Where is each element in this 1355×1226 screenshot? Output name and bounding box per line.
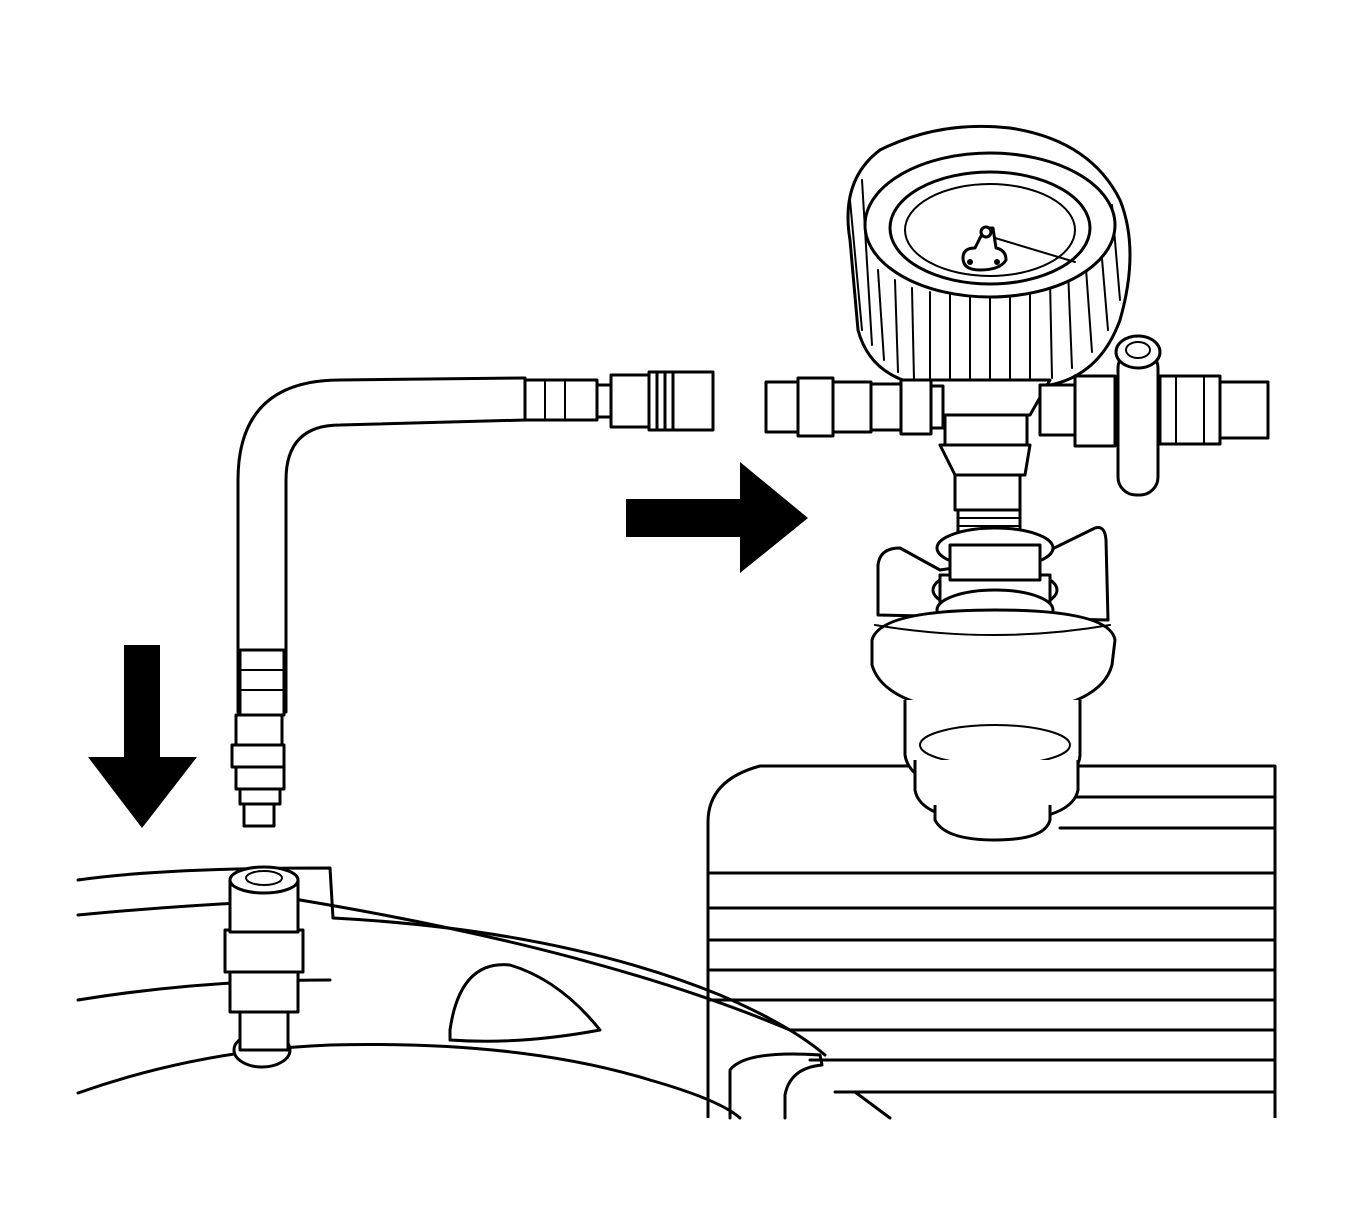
arrow-right [626, 462, 808, 573]
shutoff-valve [1038, 334, 1270, 497]
hose-coupler [595, 370, 715, 432]
pressure-tester-gauge [846, 124, 1132, 542]
bleed-valve-fitting [223, 865, 305, 1069]
coolant-surge-tank [706, 764, 1277, 1118]
quick-connect-fitting [230, 713, 286, 828]
adapter-hose [236, 376, 599, 717]
arrow-down [88, 645, 197, 828]
coolant-reservoir-outlet [76, 866, 892, 1120]
radiator-cap-adapter [870, 526, 1117, 842]
gauge-inlet-fitting [764, 376, 945, 438]
